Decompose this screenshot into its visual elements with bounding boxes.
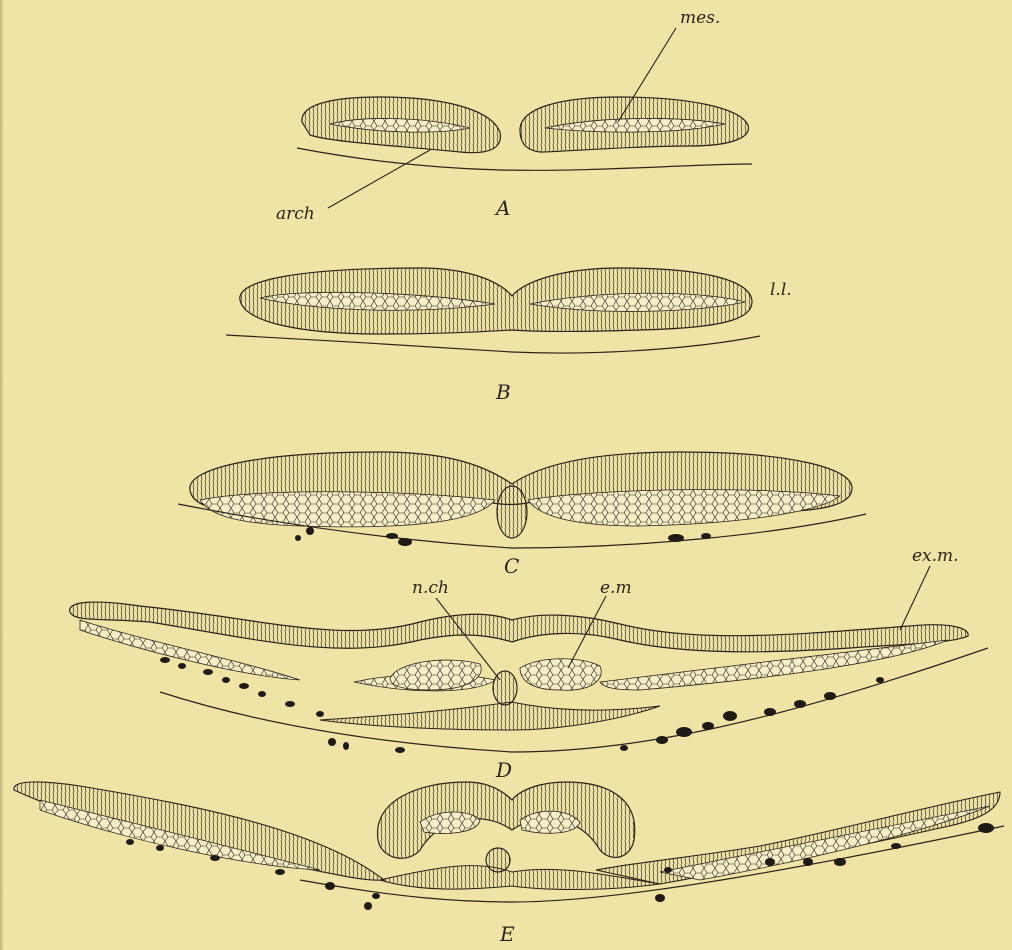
- section-e: [14, 782, 1004, 910]
- section-b-base-line: [226, 335, 760, 353]
- section-e-right-wing-mesoderm: [660, 806, 990, 880]
- section-d-ectoderm: [70, 602, 968, 652]
- section-d: [70, 566, 988, 753]
- section-c-right-mesoderm: [528, 490, 840, 526]
- annotation-ll: l.l.: [770, 282, 792, 299]
- panel-label-c: C: [504, 556, 519, 576]
- section-a: [297, 28, 752, 208]
- leader-exm: [900, 566, 930, 630]
- annotation-mes: mes.: [680, 10, 720, 27]
- section-c-left-mesoderm: [200, 492, 495, 527]
- panel-label-d: D: [496, 760, 512, 780]
- section-a-base-line: [297, 148, 752, 170]
- annotation-arch: arch: [276, 206, 315, 223]
- annotation-exm: ex.m.: [912, 548, 959, 565]
- section-d-endoderm: [320, 702, 660, 730]
- section-e-left-wing: [14, 782, 384, 880]
- section-c-notochord: [497, 486, 527, 538]
- leader-arch: [328, 150, 430, 208]
- section-c: [178, 452, 866, 548]
- annotation-em: e.m: [600, 580, 632, 597]
- panel-label-e: E: [500, 924, 515, 944]
- panel-label-b: B: [496, 382, 511, 402]
- section-d-right-somite: [520, 659, 601, 690]
- section-e-right-wing: [596, 792, 1000, 884]
- section-e-neural-fold: [377, 782, 634, 858]
- panel-label-a: A: [496, 198, 510, 218]
- section-b: [226, 268, 760, 353]
- annotation-nch: n.ch: [412, 580, 449, 597]
